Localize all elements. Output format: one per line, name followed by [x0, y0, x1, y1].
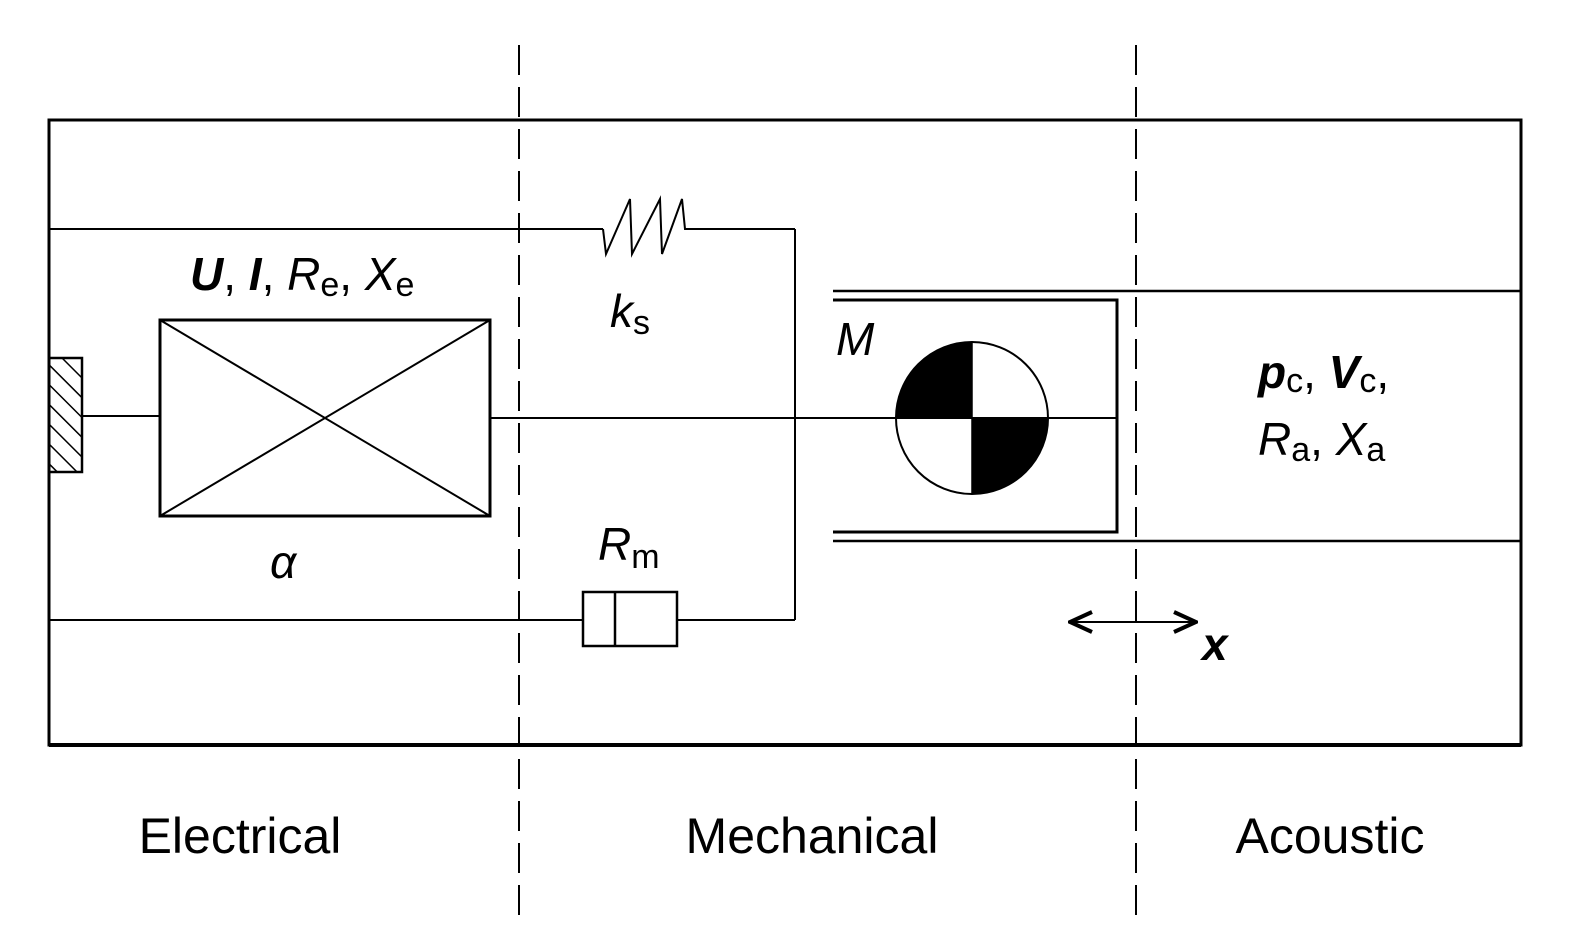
mass-cog-icon	[895, 341, 1049, 495]
ground-hatch	[47, 356, 84, 474]
transducer-box	[158, 318, 492, 518]
damper-icon	[581, 590, 679, 648]
damping-label: Rm	[598, 518, 660, 576]
domain-label-electrical: Electrical	[139, 808, 342, 864]
acoustic-variables-line1: pc, Vc,	[1256, 346, 1389, 400]
coupling-factor-label: α	[270, 536, 298, 588]
domain-label-mechanical: Mechanical	[686, 808, 939, 864]
displacement-label: x	[1199, 618, 1230, 670]
spring-branch	[49, 195, 796, 620]
damper-branch	[49, 590, 795, 648]
spring-icon	[602, 195, 795, 258]
spring-stiffness-label: ks	[610, 285, 650, 342]
mass-housing	[833, 289, 1521, 543]
domain-label-acoustic: Acoustic	[1236, 808, 1425, 864]
mass-label: M	[836, 313, 875, 365]
electrical-variables-label: U, I, Re, Xe	[190, 248, 414, 304]
acoustic-variables-line2: Ra, Xa	[1258, 413, 1385, 469]
